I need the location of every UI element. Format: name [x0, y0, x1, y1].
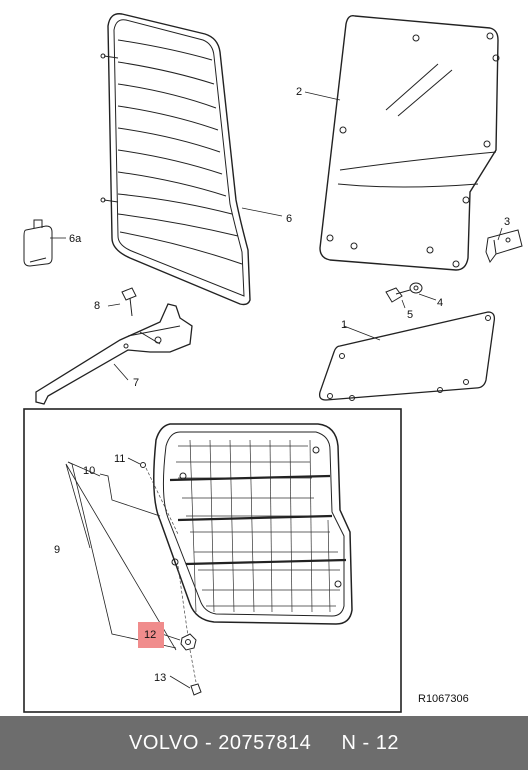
- callout-2: 2: [296, 86, 302, 98]
- callout-6a: 6a: [69, 233, 82, 245]
- callout-11: 11: [114, 453, 125, 465]
- parts-diagram: 2 3 4 5 6 6a 1 8 7 11 10 9 12 13 R106730…: [23, 13, 523, 713]
- bolt-part-5: [385, 287, 411, 303]
- callout-1: 1: [341, 319, 347, 331]
- wire-guard-part-6: [100, 13, 251, 306]
- callout-3: 3: [504, 216, 510, 228]
- footer-bar: VOLVO - 20757814 N - 12: [0, 716, 528, 770]
- callout-12: 12: [144, 629, 156, 641]
- leader-lines-upper: [50, 91, 503, 381]
- bracket-part-3: [485, 229, 523, 264]
- alignment-lines: [145, 467, 197, 683]
- detail-frame: [23, 408, 402, 713]
- callout-9: 9: [54, 544, 60, 556]
- window-panel-part-2: [319, 14, 500, 271]
- callout-10: 10: [83, 465, 95, 477]
- callout-6: 6: [286, 213, 292, 225]
- screw-part-13: [190, 683, 202, 696]
- footer-brand: VOLVO: [129, 731, 199, 754]
- footer-separator: -: [198, 731, 219, 754]
- leader-lines-detail: [65, 457, 191, 689]
- footer-gap: [311, 732, 341, 755]
- housing-part-6a: [23, 219, 53, 267]
- washer-part-4: [409, 282, 423, 294]
- nut-part-12: [180, 633, 197, 651]
- callout-13: 13: [154, 672, 166, 684]
- callout-5: 5: [407, 309, 413, 321]
- callout-7: 7: [133, 377, 139, 389]
- clip-part-11: [140, 462, 146, 468]
- support-bar-part-7: [35, 303, 193, 405]
- highlight-box-12: [138, 622, 164, 648]
- reference-code: R1067306: [418, 693, 469, 705]
- footer-part-number: 20757814: [218, 731, 312, 754]
- callout-8: 8: [94, 300, 100, 312]
- callout-4: 4: [437, 297, 443, 309]
- grille-detail: [153, 423, 353, 625]
- footer-position: N - 12: [341, 731, 399, 754]
- screw-part-8: [121, 287, 137, 317]
- lower-panel-part-1: [318, 311, 496, 401]
